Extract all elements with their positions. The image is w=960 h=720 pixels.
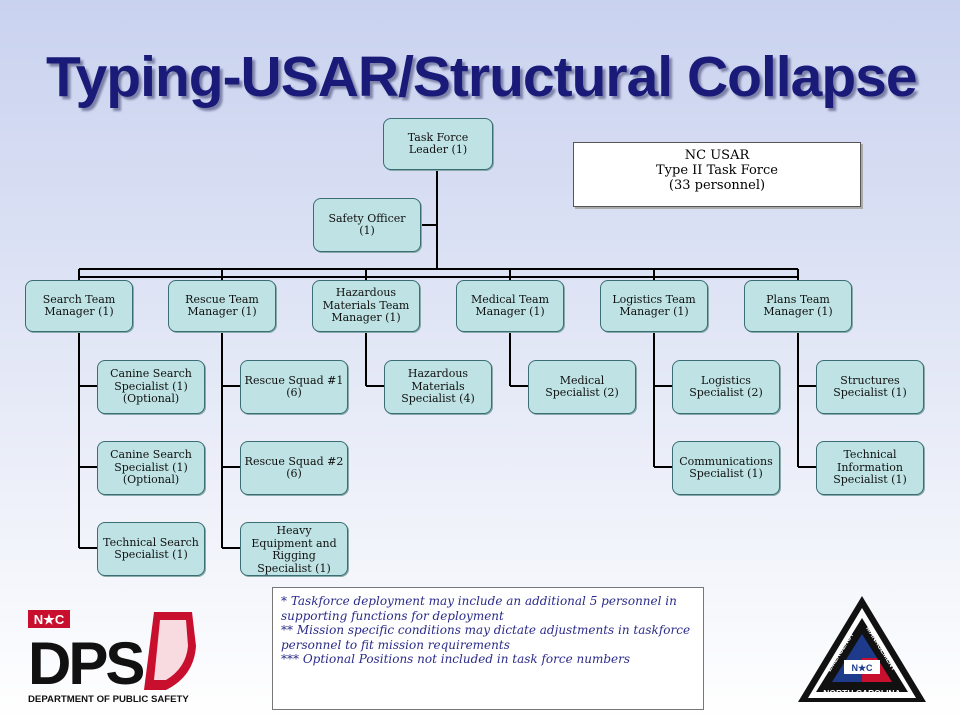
hazmat-specialist-box: Hazardous Materials Specialist (4) [384, 360, 492, 414]
rescue-squad-1-box: Rescue Squad #1 (6) [240, 360, 348, 414]
medical-team-manager-box: Medical Team Manager (1) [456, 280, 564, 332]
logistics-specialist-box: Logistics Specialist (2) [672, 360, 780, 414]
technical-search-specialist-box: Technical Search Specialist (1) [97, 522, 205, 576]
safety-officer-box: Safety Officer (1) [313, 198, 421, 252]
heavy-equipment-rigging-specialist-box: Heavy Equipment and Rigging Specialist (… [240, 522, 348, 576]
canine-search-specialist-box: Canine Search Specialist (1) (Optional) [97, 441, 205, 495]
page-title: Typing-USAR/Structural Collapse [46, 45, 918, 109]
hazmat-team-manager-box: Hazardous Materials Team Manager (1) [312, 280, 420, 332]
footnote: * Taskforce deployment may include an ad… [281, 594, 677, 623]
technical-information-specialist-box: Technical Information Specialist (1) [816, 441, 924, 495]
em-bottom-text: NORTH CAROLINA [823, 688, 900, 698]
communications-specialist-box: Communications Specialist (1) [672, 441, 780, 495]
rescue-squad-2-box: Rescue Squad #2 (6) [240, 441, 348, 495]
logistics-team-manager-box: Logistics Team Manager (1) [600, 280, 708, 332]
rescue-team-manager-box: Rescue Team Manager (1) [168, 280, 276, 332]
medical-specialist-box: Medical Specialist (2) [528, 360, 636, 414]
dps-badge-text: N★C [34, 612, 65, 627]
plans-team-manager-box: Plans Team Manager (1) [744, 280, 852, 332]
footnote: ** Mission specific conditions may dicta… [281, 623, 691, 652]
legend-line: NC USAR [684, 148, 750, 163]
nc-emergency-management-logo: N★C EMERGENCY MANAGEMENT NORTH CAROLINA [798, 596, 926, 702]
em-badge-text: N★C [851, 663, 873, 673]
legend-line: Type II Task Force [656, 163, 778, 178]
task-force-leader-box: Task Force Leader (1) [383, 118, 493, 170]
footnotes-box: * Taskforce deployment may include an ad… [272, 587, 704, 710]
footnote: *** Optional Positions not included in t… [281, 652, 631, 666]
search-team-manager-box: Search Team Manager (1) [25, 280, 133, 332]
structures-specialist-box: Structures Specialist (1) [816, 360, 924, 414]
dps-logo: N★C DPS DEPARTMENT OF PUBLIC SAFETY [28, 610, 196, 705]
canine-search-specialist-box: Canine Search Specialist (1) (Optional) [97, 360, 205, 414]
dps-letters: DPS [28, 630, 143, 697]
task-force-legend: NC USAR Type II Task Force (33 personnel… [573, 142, 861, 207]
legend-line: (33 personnel) [668, 178, 766, 193]
dps-name: DEPARTMENT OF PUBLIC SAFETY [28, 694, 189, 705]
